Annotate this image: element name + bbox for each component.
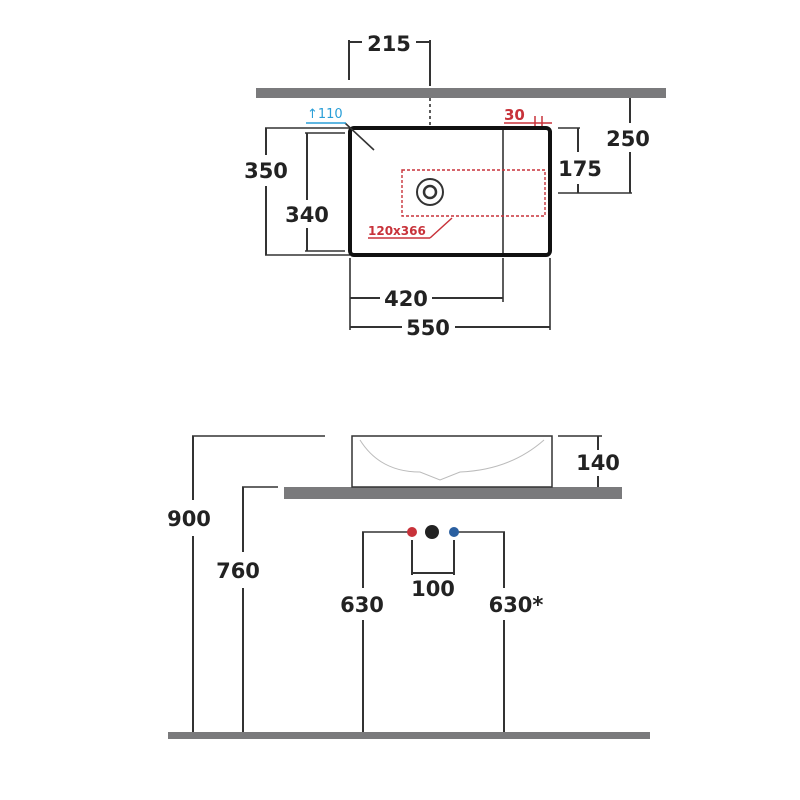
- cold-water-dot: [449, 527, 459, 537]
- counter-bar: [284, 487, 622, 499]
- tap-zone-label: 120x366: [368, 224, 426, 238]
- dim-width-outer: 550: [406, 316, 450, 340]
- plan-wall-bar: [256, 88, 666, 98]
- dim-wall-to-edge: 250: [606, 127, 650, 151]
- tap-zone-box: [401, 169, 546, 217]
- dim-total-height: 900: [167, 507, 211, 531]
- dim-wall-to-tap: 175: [558, 157, 602, 181]
- dim-tap-spacing: 100: [411, 577, 455, 601]
- dim-depth-inner: 340: [285, 203, 329, 227]
- hot-water-dot: [407, 527, 417, 537]
- plan-view: 215 175 250 350 340 ↑: [244, 32, 666, 340]
- dim-radius-blue: ↑110: [307, 107, 343, 122]
- dim-side-offset: 215: [367, 32, 411, 56]
- dim-supply-left: 630: [340, 593, 384, 617]
- dim-width-inner: 420: [384, 287, 428, 311]
- drain-outlet-dot: [425, 525, 439, 539]
- elevation-basin: [351, 435, 553, 488]
- plan-basin-outline: [348, 126, 552, 257]
- dim-basin-height: 140: [576, 451, 620, 475]
- elevation-view: 900 760 140 100 630 630*: [167, 435, 650, 739]
- dim-depth-outer: 350: [244, 159, 288, 183]
- dim-radius-red: 30: [504, 106, 525, 124]
- dim-counter-height: 760: [216, 559, 260, 583]
- dim-supply-right: 630*: [489, 593, 544, 617]
- floor-bar: [168, 732, 650, 739]
